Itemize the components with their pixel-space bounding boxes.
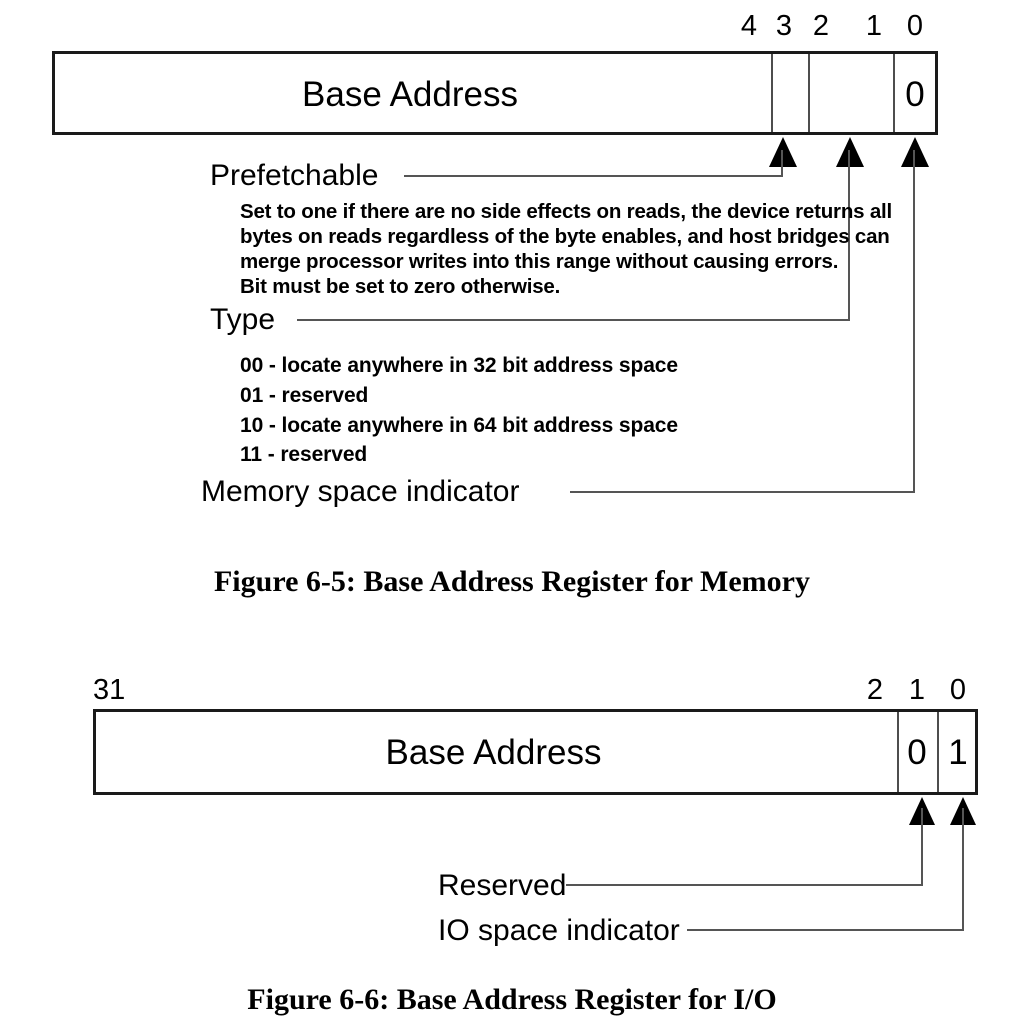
figure-6-6-caption: Figure 6-6: Base Address Register for I/… <box>247 983 777 1016</box>
bit-number-2: 2 <box>812 10 830 42</box>
reserved-label: Reserved <box>438 869 567 902</box>
io-bit1-value: 0 <box>907 733 927 772</box>
memory-bit0-value: 0 <box>905 75 925 114</box>
prefetchable-description-line-3: merge processor writes into this range w… <box>240 250 839 273</box>
type-encoding-list: 00 - locate anywhere in 32 bit address s… <box>240 351 860 470</box>
io-bit-number-2: 2 <box>866 674 884 706</box>
memory-register-divider-bit2 <box>808 54 810 132</box>
type-encoding-10: 10 - locate anywhere in 64 bit address s… <box>240 413 678 437</box>
type-encoding-00: 00 - locate anywhere in 32 bit address s… <box>240 354 678 377</box>
io-bit0-value: 1 <box>948 733 968 772</box>
prefetchable-label: Prefetchable <box>210 159 379 192</box>
memory-space-indicator-leader-vertical <box>913 150 915 493</box>
prefetchable-description: Set to one if there are no side effects … <box>240 199 893 299</box>
prefetchable-description-line-1: Set to one if there are no side effects … <box>240 200 893 223</box>
bit-number-3: 3 <box>775 10 793 42</box>
type-label: Type <box>210 303 276 336</box>
type-encoding-11: 11 - reserved <box>240 443 368 467</box>
io-register-box <box>93 709 978 795</box>
io-bit-number-1: 1 <box>908 674 926 706</box>
memory-space-indicator-arrow-icon <box>901 137 929 167</box>
io-space-indicator-leader-vertical <box>962 808 964 931</box>
io-space-indicator-label: IO space indicator <box>438 914 680 947</box>
type-encoding-01: 01 - reserved <box>240 383 369 407</box>
bit-number-4: 4 <box>740 10 758 42</box>
io-bit-number-31: 31 <box>93 674 126 706</box>
io-bit-number-0: 0 <box>949 674 967 706</box>
memory-register-box <box>52 51 938 135</box>
memory-space-indicator-label: Memory space indicator <box>201 475 520 508</box>
prefetchable-description-line-4: Bit must be set to zero otherwise. <box>240 275 561 298</box>
memory-base-address-label: Base Address <box>302 75 518 114</box>
reserved-leader-vertical <box>921 808 923 886</box>
figure-6-5-caption: Figure 6-5: Base Address Register for Me… <box>213 565 810 598</box>
io-base-address-label: Base Address <box>385 733 602 772</box>
bit-number-0: 0 <box>906 10 924 42</box>
type-leader-horizontal <box>297 319 849 321</box>
prefetchable-leader-horizontal <box>404 175 782 177</box>
memory-register-divider-bit0 <box>893 54 895 132</box>
type-leader-vertical <box>848 150 850 321</box>
prefetchable-leader-vertical <box>781 150 783 177</box>
memory-space-indicator-leader-horizontal <box>570 491 915 493</box>
type-arrow-icon <box>836 137 864 167</box>
io-space-indicator-leader-horizontal <box>687 929 964 931</box>
prefetchable-description-line-2: bytes on reads regardless of the byte en… <box>240 225 890 248</box>
io-register-divider-bit0 <box>937 712 939 792</box>
bit-number-1: 1 <box>865 10 883 42</box>
prefetchable-arrow-icon <box>769 137 797 167</box>
io-register-divider-bit1 <box>897 712 899 792</box>
reserved-leader-horizontal <box>566 884 923 886</box>
memory-register-divider-bit3 <box>771 54 773 132</box>
